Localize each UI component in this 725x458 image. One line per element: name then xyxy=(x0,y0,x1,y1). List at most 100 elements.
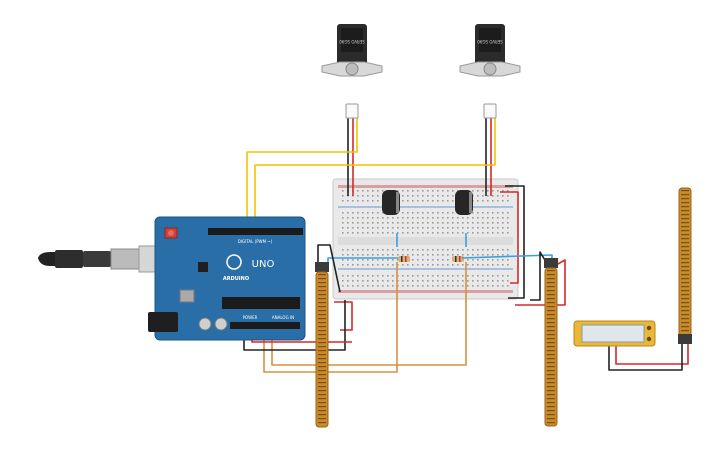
breadboard-hole xyxy=(432,212,434,214)
flex-sensor-left[interactable] xyxy=(315,262,329,428)
breadboard-hole xyxy=(387,254,389,256)
flex-stripe xyxy=(547,386,555,388)
breadboard-hole xyxy=(387,217,389,219)
flex-stripe xyxy=(318,318,326,320)
breadboard-hole xyxy=(422,212,424,214)
resistor-right[interactable] xyxy=(452,256,464,262)
flex-stripe xyxy=(547,314,555,316)
flex-sensor-middle[interactable] xyxy=(544,258,558,427)
breadboard-hole xyxy=(342,195,344,197)
breadboard-hole xyxy=(442,254,444,256)
breadboard-hole xyxy=(482,200,484,202)
breadboard-hole xyxy=(432,232,434,234)
breadboard-hole xyxy=(407,190,409,192)
flex-stripe xyxy=(318,398,326,400)
breadboard-hole xyxy=(502,280,504,282)
breadboard-hole xyxy=(467,217,469,219)
capacitor-right[interactable] xyxy=(455,190,473,215)
breadboard-hole xyxy=(342,285,344,287)
breadboard-hole xyxy=(502,200,504,202)
breadboard-hole xyxy=(362,280,364,282)
breadboard-hole xyxy=(427,195,429,197)
flex-stripe xyxy=(318,342,326,344)
breadboard-hole xyxy=(372,190,374,192)
flex-stripe xyxy=(547,414,555,416)
breadboard-hole xyxy=(397,222,399,224)
capacitor-left[interactable] xyxy=(382,190,400,215)
breadboard-hole xyxy=(507,249,509,251)
breadboard-hole xyxy=(392,280,394,282)
breadboard-hole xyxy=(422,285,424,287)
breadboard-hole xyxy=(442,285,444,287)
breadboard-hole xyxy=(437,212,439,214)
breadboard-hole xyxy=(432,195,434,197)
flex-sensor-right[interactable] xyxy=(678,187,692,344)
breadboard-hole xyxy=(442,195,444,197)
flex-stripe xyxy=(547,334,555,336)
flex-stripe xyxy=(681,262,689,264)
breadboard-hole xyxy=(442,280,444,282)
breadboard-hole xyxy=(427,259,429,261)
breadboard-hole xyxy=(462,232,464,234)
breadboard-hole xyxy=(427,275,429,277)
arduino-uno[interactable]: DIGITAL (PWM ~) POWER ANALOG IN ARDUINO … xyxy=(148,216,306,341)
breadboard-hole xyxy=(412,195,414,197)
breadboard-hole xyxy=(377,280,379,282)
breadboard-hole xyxy=(362,212,364,214)
flex-stripe xyxy=(547,362,555,364)
breadboard-hole xyxy=(352,212,354,214)
breadboard-hole xyxy=(492,280,494,282)
breadboard-hole xyxy=(402,254,404,256)
flex-stripe xyxy=(318,326,326,328)
breadboard-hole xyxy=(357,275,359,277)
flex-stripe xyxy=(318,402,326,404)
usb-cable[interactable] xyxy=(38,245,166,273)
breadboard-hole xyxy=(502,254,504,256)
breadboard-hole xyxy=(427,217,429,219)
breadboard-hole xyxy=(452,254,454,256)
breadboard-hole xyxy=(492,195,494,197)
servo-right[interactable]: SERVO SG90 xyxy=(459,24,521,119)
flex-stripe xyxy=(318,310,326,312)
breadboard-hole xyxy=(507,200,509,202)
breadboard-hole xyxy=(477,285,479,287)
breadboard-hole xyxy=(372,232,374,234)
flex-stripe xyxy=(547,358,555,360)
breadboard-hole xyxy=(397,232,399,234)
breadboard-hole xyxy=(467,222,469,224)
breadboard-hole xyxy=(397,190,399,192)
breadboard-hole xyxy=(367,254,369,256)
breadboard-hole xyxy=(487,249,489,251)
breadboard-hole xyxy=(377,249,379,251)
resistor-left[interactable] xyxy=(398,256,410,262)
breadboard-hole xyxy=(472,249,474,251)
breadboard-hole xyxy=(487,222,489,224)
flex-stripe xyxy=(681,306,689,308)
breadboard-hole xyxy=(412,249,414,251)
breadboard-hole xyxy=(462,217,464,219)
breadboard-hole xyxy=(427,280,429,282)
flex-stripe xyxy=(318,274,326,276)
breadboard-hole xyxy=(487,264,489,266)
breadboard-hole xyxy=(362,227,364,229)
display-module[interactable] xyxy=(573,320,656,347)
breadboard-hole xyxy=(462,280,464,282)
flex-stripe xyxy=(681,222,689,224)
flex-stripe xyxy=(681,246,689,248)
breadboard-hole xyxy=(507,232,509,234)
breadboard-hole xyxy=(497,232,499,234)
breadboard-hole xyxy=(457,217,459,219)
breadboard-hole xyxy=(387,280,389,282)
breadboard-hole xyxy=(482,275,484,277)
breadboard[interactable] xyxy=(332,178,519,300)
breadboard-hole xyxy=(417,259,419,261)
breadboard-hole xyxy=(377,212,379,214)
breadboard-hole xyxy=(457,254,459,256)
breadboard-hole xyxy=(447,217,449,219)
breadboard-hole xyxy=(367,264,369,266)
servo-left[interactable]: SERVO SG90 xyxy=(321,24,383,119)
flex-stripe xyxy=(547,294,555,296)
breadboard-hole xyxy=(392,285,394,287)
breadboard-hole xyxy=(437,259,439,261)
breadboard-hole xyxy=(367,222,369,224)
